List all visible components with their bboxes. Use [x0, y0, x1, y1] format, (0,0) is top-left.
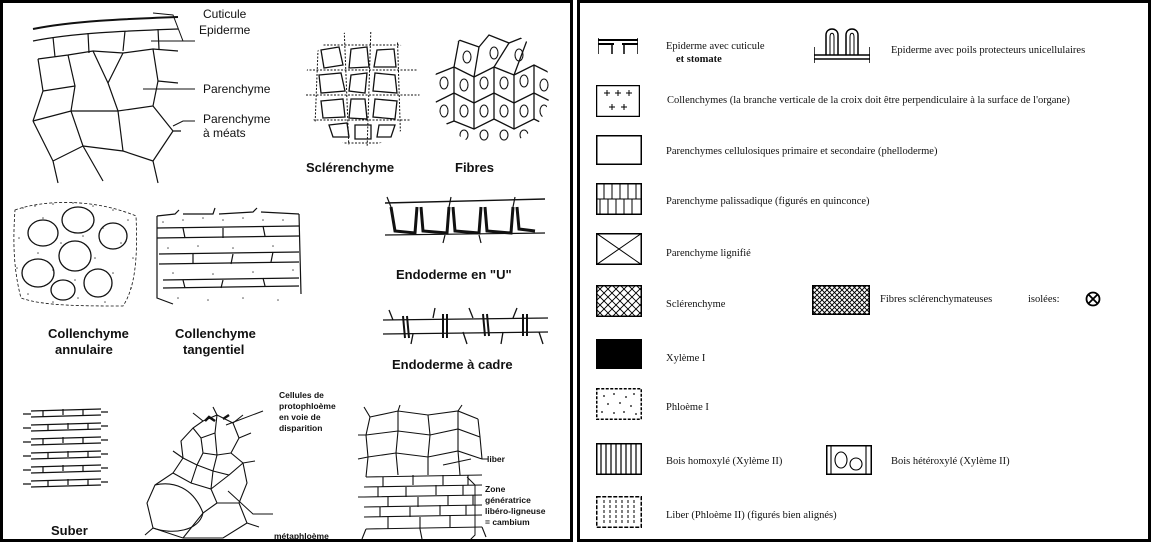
collenchymes-label: Collenchymes (la branche verticale de la…: [667, 95, 1070, 106]
epiderme-cuticule-label-1: Epiderme avec cuticule: [666, 41, 765, 52]
liber-label: liber: [487, 454, 505, 464]
xyleme1-label: Xylème I: [666, 353, 706, 364]
bois-heteroxyle-symbol: [826, 445, 872, 475]
parenchymes-label: Parenchymes cellulosiques primaire et se…: [666, 146, 938, 157]
phloeme1-symbol: [596, 388, 642, 420]
phloeme1-label: Phloème I: [666, 402, 709, 413]
collenchyme-annulaire-label-1: Collenchyme: [48, 326, 129, 341]
endoderme-u-drawing: [385, 195, 545, 243]
fibres-label: Fibres sclérenchymateuses: [880, 294, 993, 305]
fibre-isolee-symbol: [1085, 291, 1101, 307]
parenchyme-symbol: [596, 135, 642, 165]
cellules-label-4: disparition: [279, 423, 323, 433]
epiderme-parenchyme-drawing: [13, 11, 183, 186]
epiderme-leader-lines: [143, 11, 223, 141]
cuticule-label: Cuticule: [203, 7, 247, 21]
cambium-leader-lines: [443, 453, 483, 542]
cellules-label-1: Cellules de: [279, 390, 324, 400]
palissadique-symbol: [596, 183, 642, 215]
collenchyme-tangentiel-label-1: Collenchyme: [175, 326, 256, 341]
legend-panel: Epiderme avec cuticule et stomate Epider…: [577, 0, 1151, 542]
epiderme-poils-symbol: [814, 28, 870, 63]
sclerenchyme-label: Sclérenchyme: [666, 299, 726, 310]
suber-drawing: [23, 403, 108, 493]
sclerenchyme-label: Sclérenchyme: [306, 160, 395, 175]
phloeme-leader-lines: [223, 403, 283, 523]
zone-label-1: Zone: [485, 484, 506, 494]
epiderme-cuticule-label-2: et stomate: [676, 54, 722, 65]
liber-symbol: [596, 496, 642, 528]
sclerenchyme-symbol: [596, 285, 642, 317]
fibres-symbol: [812, 285, 870, 315]
sclerenchyme-drawing: [299, 25, 425, 151]
lignifie-symbol: [596, 233, 642, 265]
collenchyme-tangentiel-drawing: [153, 208, 303, 308]
cellules-label-2: protophloème: [279, 401, 336, 411]
endoderme-cadre-drawing: [383, 308, 548, 348]
bois-heteroxyle-label: Bois hétéroxylé (Xylème II): [891, 456, 1010, 467]
cellules-label-3: en voie de: [279, 412, 321, 422]
phloeme-primaire-drawing: [143, 403, 283, 542]
suber-label: Suber: [51, 523, 88, 538]
parenchyme-label: Parenchyme: [203, 82, 271, 96]
isolees-label: isolées:: [1028, 294, 1060, 305]
collenchyme-annulaire-label-2: annulaire: [55, 342, 113, 357]
collenchyme-annulaire-drawing: [13, 198, 138, 308]
collenchyme-symbol: [596, 85, 640, 117]
fibres-drawing: [429, 25, 555, 151]
xyleme1-symbol: [596, 339, 642, 369]
parenchyme-meats-label-1: Parenchyme: [203, 112, 271, 126]
tissue-drawings-panel: Cuticule Epiderme Parenchyme Parenchyme …: [0, 0, 573, 542]
epiderme-cuticule-symbol: [598, 38, 638, 54]
metaphloeme-label: métaphloème: [274, 531, 329, 541]
liber-label: Liber (Phloème II) (figurés bien alignés…: [666, 510, 837, 521]
fibres-label: Fibres: [455, 160, 495, 175]
zone-label-2: génératrice: [485, 495, 531, 505]
zone-label-3: libéro-ligneuse: [485, 506, 546, 516]
epiderme-poils-label: Epiderme avec poils protecteurs unicellu…: [891, 45, 1086, 56]
epiderme-label: Epiderme: [199, 23, 251, 37]
lignifie-label: Parenchyme lignifié: [666, 248, 751, 259]
parenchyme-meats-label-2: à méats: [203, 126, 246, 140]
collenchyme-tangentiel-label-2: tangentiel: [183, 342, 245, 357]
cambium-drawing: [358, 405, 488, 540]
endoderme-cadre-label: Endoderme à cadre: [392, 357, 513, 372]
endoderme-u-label: Endoderme en "U": [396, 267, 512, 282]
palissadique-label: Parenchyme palissadique (figurés en quin…: [666, 196, 870, 207]
bois-homoxyle-label: Bois homoxylé (Xylème II): [666, 456, 783, 467]
bois-homoxyle-symbol: [596, 443, 642, 475]
zone-label-4: = cambium: [485, 517, 530, 527]
